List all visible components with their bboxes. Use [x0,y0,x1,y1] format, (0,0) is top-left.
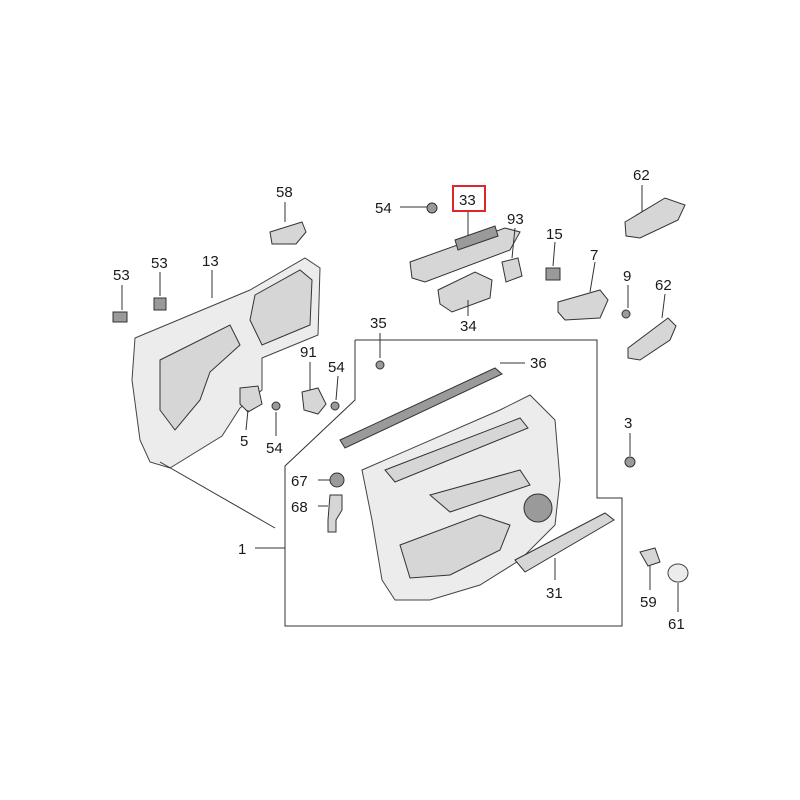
screw-part-54-mid [330,401,340,411]
screw-part-54-top [426,202,438,214]
door-trim-armrest [399,514,511,579]
inner-door-panel-upper [249,269,313,346]
clip-part-53-right [153,297,167,311]
harness-part-68 [327,494,343,533]
handle-bezel-part-62-bottom [627,317,677,361]
callout-15: 15 [546,226,563,243]
cap-part-59 [639,547,661,567]
callout-35: 35 [370,315,387,332]
screw-part-54-left [271,401,281,411]
callout-7: 7 [590,247,598,264]
callout-33: 33 [459,192,476,209]
hinge-bracket-part-5 [239,385,263,413]
highlight-box-33 [452,185,486,212]
door-trim-frame [284,339,623,627]
callout-36: 36 [530,355,547,372]
leader-5 [245,409,249,431]
clip-part-15 [545,267,561,281]
callout-54c: 54 [266,440,283,457]
clip-part-53-left [112,311,128,323]
window-switch-part-34 [437,271,493,313]
callout-1: 1 [238,541,246,558]
plug-part-61 [667,563,689,583]
leader-15 [552,241,556,267]
clip-part-67 [329,472,345,488]
callout-93: 93 [507,211,524,228]
callout-31: 31 [546,585,563,602]
callout-53b: 53 [151,255,168,272]
door-trim-upper-rail [384,417,529,483]
screw-part-3 [624,456,636,468]
callout-53a: 53 [113,267,130,284]
callout-61: 61 [668,616,685,633]
callout-59: 59 [640,594,657,611]
callout-91: 91 [300,344,317,361]
callout-62b: 62 [655,277,672,294]
callout-54b: 54 [328,359,345,376]
mirror-switch-part-93 [501,257,523,283]
callout-13: 13 [202,253,219,270]
panel-leader [159,461,276,529]
screw-part-9 [621,309,631,319]
switch-bezel-detail [454,225,499,251]
bracket-part-58 [269,221,307,245]
callout-68: 68 [291,499,308,516]
callout-62a: 62 [633,167,650,184]
leader-7 [589,261,596,293]
callout-34: 34 [460,318,477,335]
door-trim-speaker [523,493,553,523]
door-trim-switch-bezel [428,469,531,513]
bracket-part-91 [301,387,327,415]
inner-door-panel-window-cut [159,324,241,431]
belt-molding-part-36 [339,367,503,449]
leader-62b [661,293,666,319]
callout-67: 67 [291,473,308,490]
callout-5: 5 [240,433,248,450]
callout-58: 58 [276,184,293,201]
inner-handle-part-7 [557,289,609,321]
screw-part-35 [375,360,385,370]
callout-9: 9 [623,268,631,285]
trim-strip-part-31 [514,512,615,573]
leader-54b [335,375,339,401]
callout-54a: 54 [375,200,392,217]
switch-bezel-part-33 [409,227,521,283]
handle-bezel-part-62-top [624,197,686,239]
callout-3: 3 [624,415,632,432]
leader-93 [511,227,516,259]
